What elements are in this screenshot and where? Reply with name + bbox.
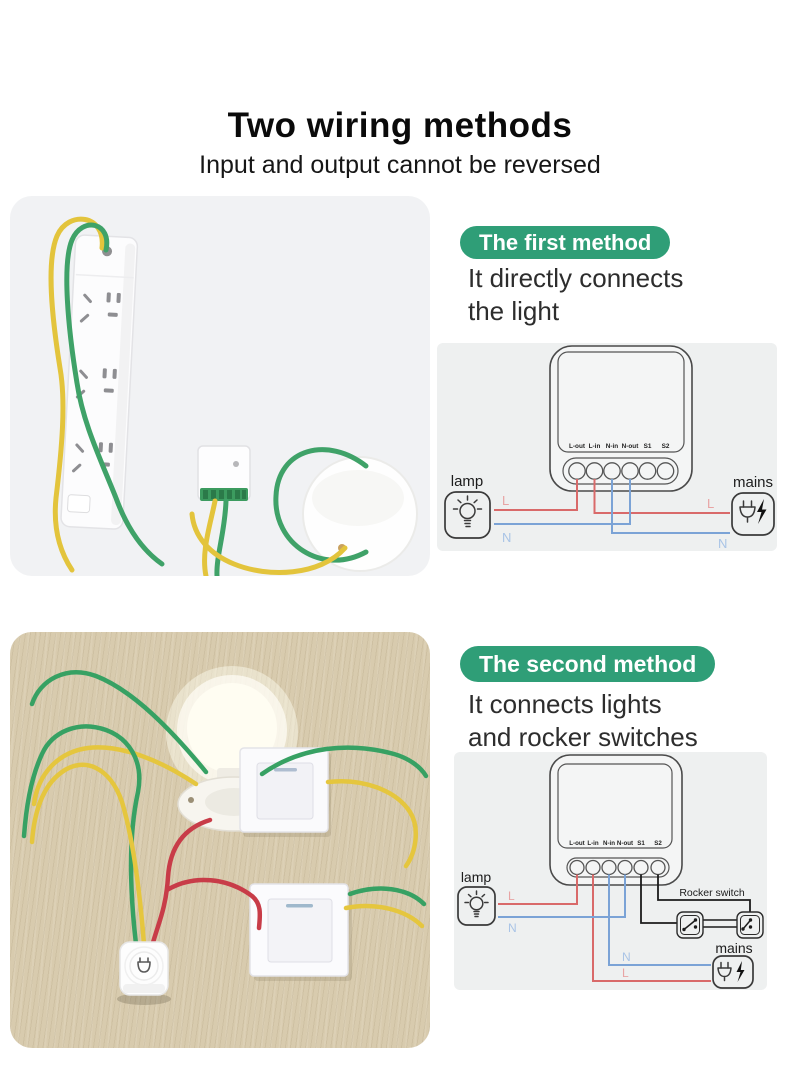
- rocker-switch-boxes: [676, 911, 764, 939]
- mains-icon: [731, 492, 775, 536]
- strip-wires: [48, 216, 165, 573]
- wiring-2: [498, 874, 751, 982]
- terminal-label: N-out: [622, 443, 640, 450]
- lamp-icon: [457, 886, 496, 926]
- neutral-wire-to-lamp: [498, 874, 626, 918]
- description-line: It directly connects: [468, 263, 684, 293]
- terminal-strip: [566, 857, 670, 878]
- terminal-label: S1: [644, 443, 652, 450]
- wiring-1: [494, 479, 730, 534]
- module-logo-icon: [137, 957, 151, 973]
- rocker-switch-2: [736, 911, 764, 939]
- live-label: L: [502, 493, 509, 508]
- rocker-switch-label: Rocker switch: [679, 887, 745, 899]
- description-line: It connects lights: [468, 689, 662, 719]
- live-wire-to-mains: [592, 874, 711, 982]
- live-label: L: [707, 496, 714, 511]
- method-1-description: It directly connects the light: [468, 262, 683, 328]
- s2-wire: [657, 874, 751, 919]
- lightning-bolt-icon: [757, 499, 767, 524]
- live-label: L: [622, 966, 629, 980]
- page-subtitle: Input and output cannot be reversed: [199, 151, 601, 179]
- power-strip-illustration: [60, 234, 139, 530]
- photo-first-method: [10, 196, 430, 576]
- terminal-label: N-in: [603, 840, 615, 847]
- terminal-module-illustration: [197, 445, 251, 576]
- terminal-label: L-out: [569, 840, 584, 847]
- page-title: Two wiring methods: [227, 106, 573, 145]
- method-2-badge: The second method: [460, 646, 716, 682]
- neutral-wire-to-lamp: [494, 479, 631, 525]
- lightning-bolt-icon: [736, 961, 745, 982]
- terminal-label: N-in: [606, 443, 619, 450]
- rocker-switch-plate-2: [249, 883, 352, 981]
- terminal-strip: [562, 457, 679, 485]
- neutral-wire-to-mains: [608, 874, 711, 966]
- terminal-label: S2: [654, 840, 662, 847]
- smart-switch-module: [117, 941, 171, 1005]
- description-line: and rocker switches: [468, 722, 698, 752]
- terminal-label: L-in: [589, 443, 601, 450]
- mains-label: mains: [715, 940, 752, 956]
- live-wire-to-lamp: [494, 479, 578, 511]
- live-wire-to-lamp: [498, 874, 578, 905]
- lamp-holder-illustration: [189, 447, 418, 575]
- live-label: L: [508, 889, 515, 903]
- photo-second-method: [10, 632, 430, 1048]
- terminal-label: S2: [662, 443, 670, 450]
- photo-first-method-illustration: [48, 216, 418, 576]
- diagram-1-svg: L-out L-in N-in N-out S1 S2: [444, 345, 775, 551]
- neutral-label: N: [622, 950, 631, 964]
- neutral-wire-to-mains: [611, 479, 730, 534]
- mains-icon: [712, 955, 754, 989]
- neutral-label: N: [508, 921, 517, 935]
- lamp-label: lamp: [461, 869, 492, 885]
- method-1-badge: The first method: [460, 226, 671, 259]
- mains-label: mains: [733, 474, 773, 491]
- photo2-wires: [21, 670, 429, 949]
- neutral-label: N: [718, 536, 727, 551]
- diagram-2-svg: L-out L-in N-in N-out S1 S2: [457, 754, 764, 989]
- smart-switch-device: L-out L-in N-in N-out S1 S2: [549, 754, 683, 886]
- method-2-description: It connects lights and rocker switches: [468, 688, 698, 754]
- wiring-diagram-first-method: L-out L-in N-in N-out S1 S2: [437, 343, 777, 551]
- wiring-diagram-second-method: L-out L-in N-in N-out S1 S2: [454, 752, 767, 990]
- lamp-icon: [444, 491, 491, 539]
- smart-switch-device: L-out L-in N-in N-out S1 S2: [549, 345, 693, 492]
- terminal-label: L-out: [569, 443, 586, 450]
- photo-second-method-illustration: [21, 666, 429, 1005]
- terminal-label: L-in: [587, 840, 599, 847]
- description-line: the light: [468, 296, 560, 326]
- terminal-label: S1: [637, 840, 645, 847]
- s1-wire: [640, 874, 685, 924]
- lamp-label: lamp: [451, 473, 484, 490]
- terminal-label: N-out: [617, 840, 633, 847]
- neutral-label: N: [502, 530, 511, 545]
- live-wire-to-mains: [593, 479, 730, 514]
